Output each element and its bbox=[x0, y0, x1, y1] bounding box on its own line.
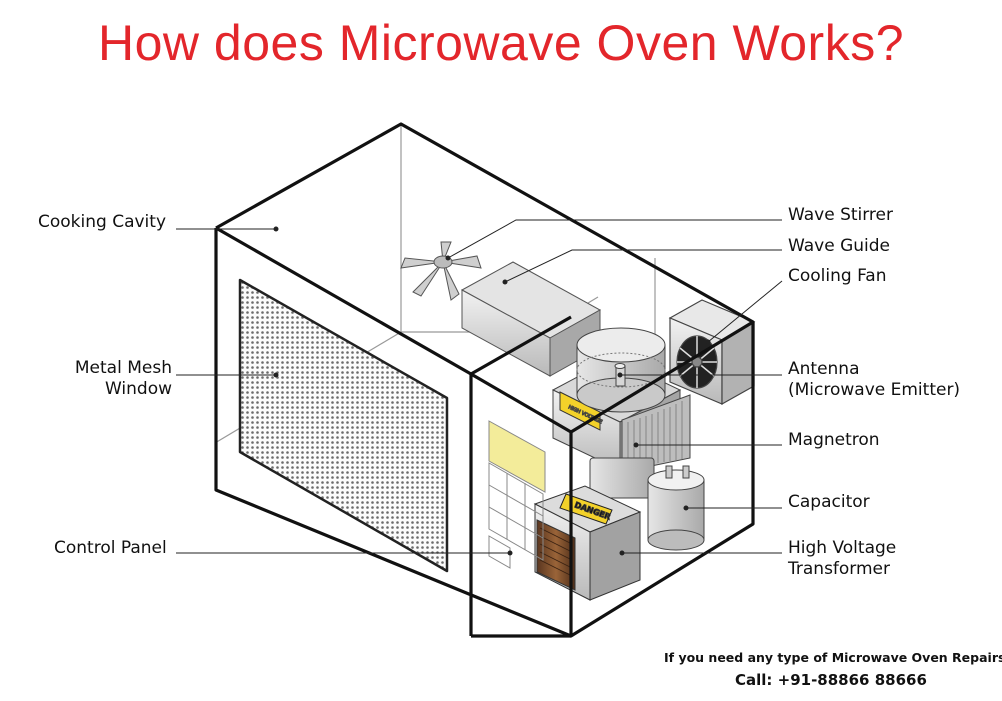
label-hvt-line2: Transformer bbox=[788, 559, 891, 579]
capacitor bbox=[647, 465, 705, 551]
leader-lines bbox=[176, 219, 783, 556]
label-high-voltage-transformer: High Voltage Transformer bbox=[788, 538, 896, 580]
keypad bbox=[488, 462, 544, 561]
label-cooking-cavity: Cooking Cavity bbox=[38, 212, 167, 232]
label-wave-stirrer: Wave Stirrer bbox=[788, 205, 893, 225]
page-title: How does Microwave Oven Works? bbox=[97, 15, 904, 71]
label-metal-mesh-window-line1: Metal Mesh bbox=[74, 358, 172, 378]
label-wave-guide: Wave Guide bbox=[788, 236, 890, 256]
label-metal-mesh-window: Metal Mesh Window bbox=[60, 358, 172, 400]
label-antenna-line1: Antenna bbox=[788, 359, 860, 379]
metal-mesh-window bbox=[238, 278, 449, 573]
high-voltage-transformer: DANGER bbox=[533, 485, 642, 601]
footer-phone: Call: +91-88866 88666 bbox=[735, 671, 927, 689]
label-antenna: Antenna (Microwave Emitter) bbox=[788, 359, 960, 401]
label-control-panel: Control Panel bbox=[54, 538, 167, 558]
label-magnetron: Magnetron bbox=[788, 430, 880, 450]
cabinet-outline bbox=[214, 122, 755, 638]
antenna bbox=[576, 327, 666, 413]
footer-repair-text: If you need any type of Microwave Oven R… bbox=[664, 650, 1002, 665]
label-capacitor: Capacitor bbox=[788, 492, 870, 512]
label-hvt-line1: High Voltage bbox=[788, 538, 897, 558]
control-panel bbox=[488, 420, 546, 569]
label-cooling-fan: Cooling Fan bbox=[788, 266, 887, 286]
wave-stirrer-icon bbox=[400, 241, 482, 301]
label-metal-mesh-window-line2: Window bbox=[104, 379, 172, 399]
label-antenna-line2: (Microwave Emitter) bbox=[788, 380, 961, 400]
